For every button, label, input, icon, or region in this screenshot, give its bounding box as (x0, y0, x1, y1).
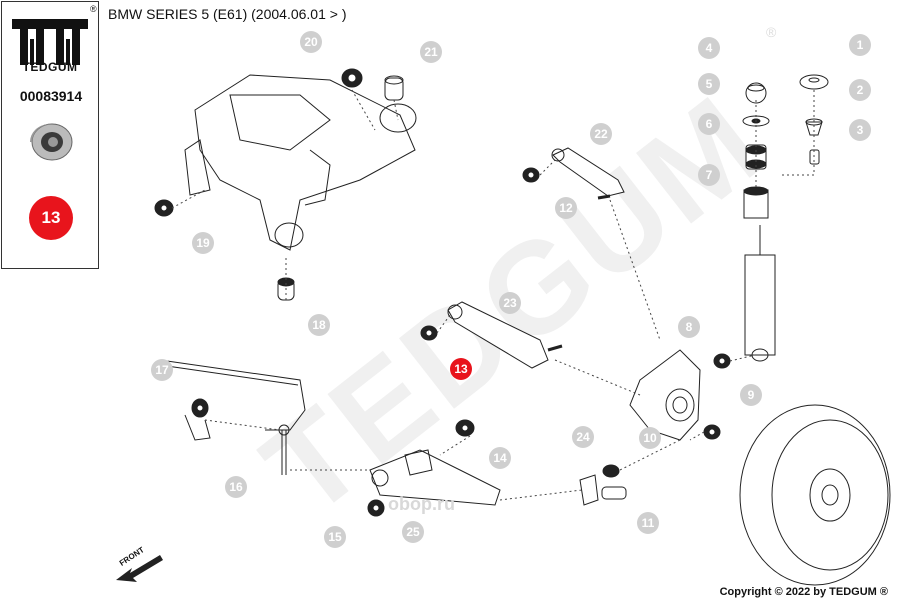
part-info-panel: ® TEDGUM 00083914 13 (1, 1, 99, 269)
callout-17[interactable]: 17 (151, 359, 173, 381)
callout-11[interactable]: 11 (637, 512, 659, 534)
callout-15[interactable]: 15 (324, 526, 346, 548)
callout-18[interactable]: 18 (308, 314, 330, 336)
part-number: 00083914 (19, 88, 83, 104)
callout-1[interactable]: 1 (849, 34, 871, 56)
watermark-site: oboр.ru (388, 494, 455, 514)
callout-22[interactable]: 22 (590, 123, 612, 145)
callout-12[interactable]: 12 (555, 197, 577, 219)
callout-6[interactable]: 6 (698, 113, 720, 135)
callout-19[interactable]: 19 (192, 232, 214, 254)
callout-3[interactable]: 3 (849, 119, 871, 141)
callout-5[interactable]: 5 (698, 73, 720, 95)
watermark-reg-mark: ® (766, 24, 777, 40)
callout-7[interactable]: 7 (698, 164, 720, 186)
callout-9[interactable]: 9 (740, 384, 762, 406)
callout-25[interactable]: 25 (402, 521, 424, 543)
callout-8[interactable]: 8 (678, 316, 700, 338)
tedgum-logo-icon (12, 19, 88, 65)
callout-16[interactable]: 16 (225, 476, 247, 498)
callout-10[interactable]: 10 (639, 427, 661, 449)
callout-2[interactable]: 2 (849, 79, 871, 101)
callout-21[interactable]: 21 (420, 41, 442, 63)
reg-mark: ® (90, 4, 97, 14)
brand-name: TEDGUM (22, 60, 78, 74)
callout-4[interactable]: 4 (698, 37, 720, 59)
callout-23[interactable]: 23 (499, 292, 521, 314)
callout-24[interactable]: 24 (572, 426, 594, 448)
bushing-thumbnail-icon[interactable] (26, 118, 74, 166)
highlight-number-badge[interactable]: 13 (29, 196, 73, 240)
callout-20[interactable]: 20 (300, 31, 322, 53)
page-title: BMW SERIES 5 (E61) (2004.06.01 > ) (108, 6, 347, 22)
copyright-text: Copyright © 2022 by TEDGUM ® (719, 586, 888, 598)
callout-14[interactable]: 14 (489, 447, 511, 469)
callout-13-highlighted[interactable]: 13 (450, 358, 472, 380)
